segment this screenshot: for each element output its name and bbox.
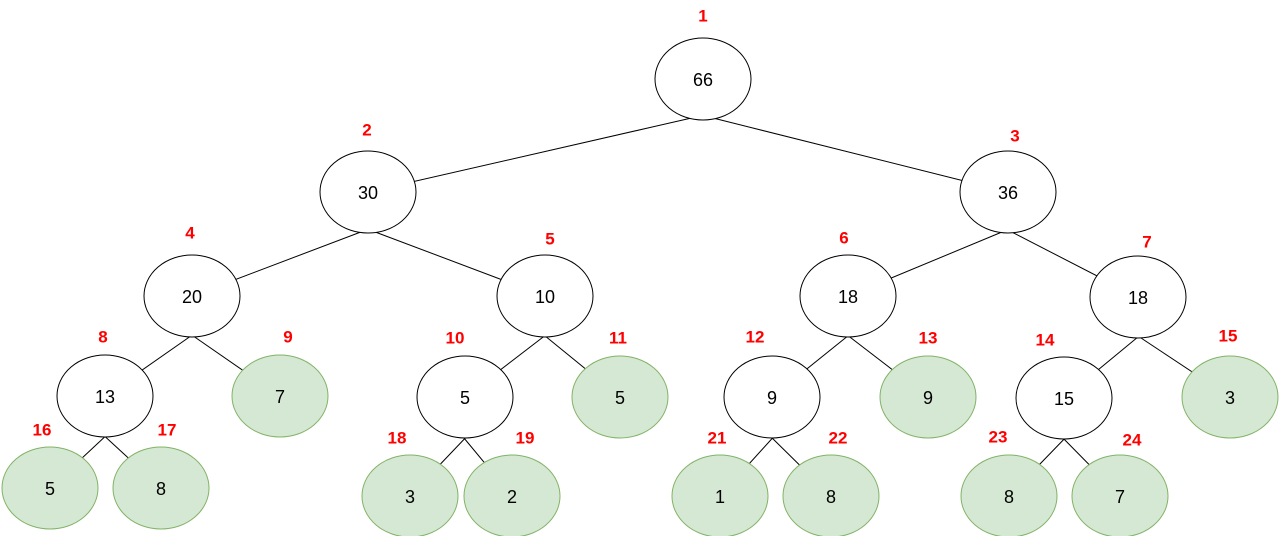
node-value-22: 8 bbox=[826, 487, 836, 507]
node-index-label-15: 15 bbox=[1219, 327, 1238, 346]
node-value-21: 1 bbox=[715, 487, 725, 507]
node-value-3: 36 bbox=[998, 183, 1018, 203]
leaf-node-19 bbox=[463, 454, 561, 536]
node-index-label-11: 11 bbox=[609, 329, 627, 348]
leaf-node-21 bbox=[671, 454, 769, 536]
node-value-13: 9 bbox=[923, 388, 933, 408]
node-index-label-22: 22 bbox=[829, 429, 848, 448]
node-index-label-2: 2 bbox=[362, 121, 371, 140]
node-value-10: 5 bbox=[460, 388, 470, 408]
internal-node-8 bbox=[56, 354, 154, 438]
node-value-17: 8 bbox=[156, 479, 166, 499]
node-index-label-13: 13 bbox=[919, 329, 938, 348]
leaf-node-24 bbox=[1071, 454, 1169, 536]
leaf-node-18 bbox=[361, 454, 459, 536]
leaf-node-9 bbox=[231, 354, 329, 438]
node-value-9: 7 bbox=[275, 387, 285, 407]
node-index-label-19: 19 bbox=[516, 429, 535, 448]
internal-node-4 bbox=[143, 254, 241, 338]
node-index-label-3: 3 bbox=[1010, 127, 1019, 146]
node-index-label-1: 1 bbox=[698, 7, 707, 26]
internal-node-7 bbox=[1089, 255, 1187, 339]
node-value-15: 3 bbox=[1225, 388, 1235, 408]
node-value-14: 15 bbox=[1054, 389, 1074, 409]
node-index-label-9: 9 bbox=[283, 328, 292, 347]
internal-node-5 bbox=[496, 254, 594, 338]
node-value-4: 20 bbox=[182, 287, 202, 307]
node-value-24: 7 bbox=[1115, 487, 1125, 507]
node-index-label-8: 8 bbox=[98, 328, 107, 347]
leaf-node-11 bbox=[571, 355, 669, 439]
internal-node-14 bbox=[1015, 356, 1113, 440]
node-index-label-14: 14 bbox=[1036, 331, 1055, 350]
node-value-8: 13 bbox=[95, 387, 115, 407]
node-value-1: 66 bbox=[693, 70, 713, 90]
leaf-node-15 bbox=[1181, 355, 1279, 439]
node-value-19: 2 bbox=[507, 487, 517, 507]
node-index-label-5: 5 bbox=[545, 230, 554, 249]
internal-node-1 bbox=[654, 37, 752, 121]
node-value-11: 5 bbox=[615, 388, 625, 408]
node-value-2: 30 bbox=[358, 183, 378, 203]
internal-node-10 bbox=[416, 355, 514, 439]
node-value-6: 18 bbox=[838, 287, 858, 307]
tree-edge-1-2 bbox=[367, 113, 710, 193]
internal-node-12 bbox=[723, 355, 821, 439]
node-index-label-7: 7 bbox=[1142, 233, 1151, 252]
leaf-node-22 bbox=[782, 454, 880, 536]
node-value-5: 10 bbox=[535, 287, 555, 307]
leaf-node-23 bbox=[960, 454, 1058, 536]
node-value-16: 5 bbox=[45, 479, 55, 499]
node-index-label-10: 10 bbox=[446, 329, 465, 348]
node-value-12: 9 bbox=[767, 388, 777, 408]
node-index-label-18: 18 bbox=[388, 429, 407, 448]
node-value-23: 8 bbox=[1004, 487, 1014, 507]
leaf-node-16 bbox=[1, 446, 99, 530]
node-index-label-4: 4 bbox=[185, 224, 195, 243]
node-value-7: 18 bbox=[1128, 288, 1148, 308]
node-index-label-21: 21 bbox=[708, 429, 727, 448]
node-index-label-16: 16 bbox=[33, 421, 52, 440]
node-index-label-23: 23 bbox=[989, 428, 1008, 447]
leaf-node-13 bbox=[879, 355, 977, 439]
node-index-label-12: 12 bbox=[746, 328, 765, 347]
internal-node-2 bbox=[319, 150, 417, 234]
internal-node-3 bbox=[959, 150, 1057, 234]
node-index-label-24: 24 bbox=[1123, 431, 1142, 450]
leaf-node-17 bbox=[112, 446, 210, 530]
node-index-label-17: 17 bbox=[158, 421, 177, 440]
node-value-18: 3 bbox=[405, 487, 415, 507]
node-index-label-6: 6 bbox=[839, 229, 848, 248]
internal-node-6 bbox=[799, 254, 897, 338]
tree-edge-1-3 bbox=[696, 113, 1009, 193]
